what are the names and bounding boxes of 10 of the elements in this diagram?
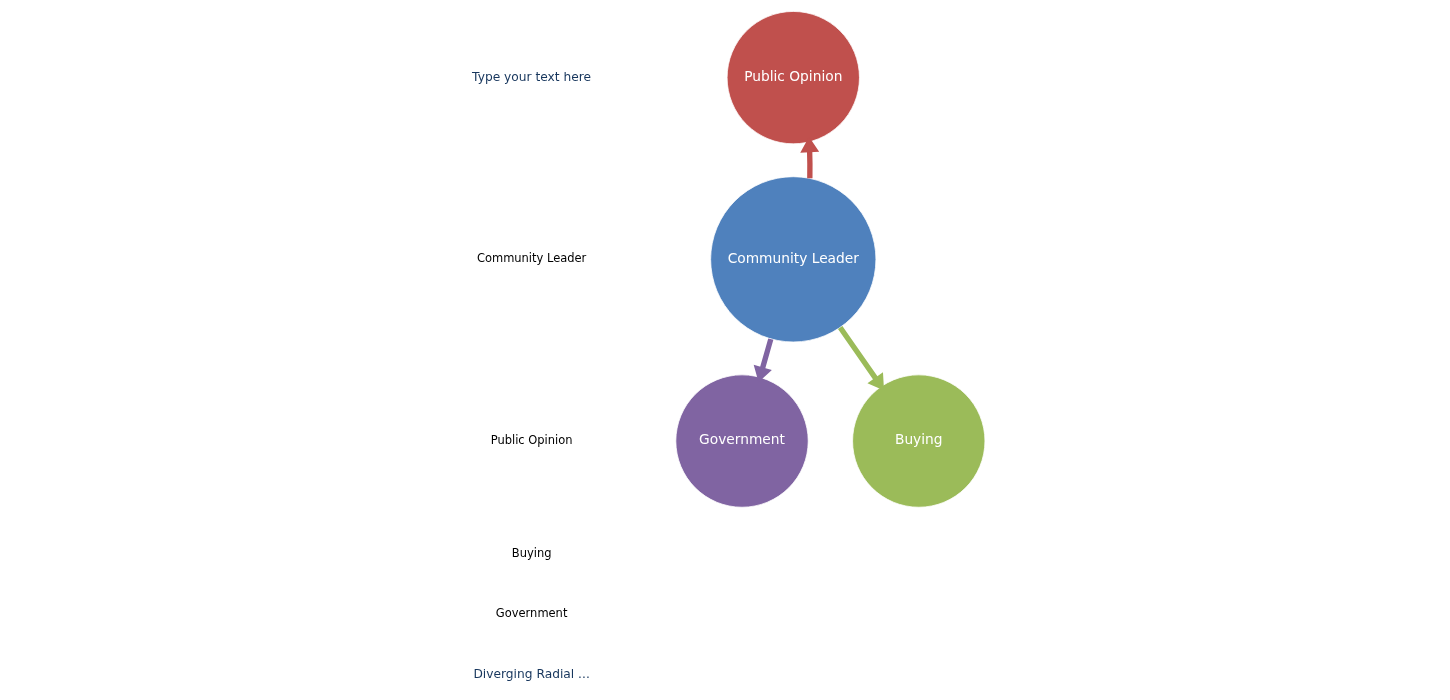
node-circle: Government xyxy=(675,374,809,508)
label: Buying xyxy=(511,545,552,560)
label: Public Opinion xyxy=(490,432,573,447)
node-circle: Public Opinion xyxy=(726,11,860,145)
node-circle: Community Leader xyxy=(710,176,877,343)
arrow xyxy=(838,325,885,391)
label: Type your text here xyxy=(472,69,592,84)
label: Government xyxy=(495,606,568,621)
label: Diverging Radial ... xyxy=(473,666,590,681)
label: Community Leader xyxy=(476,251,587,266)
